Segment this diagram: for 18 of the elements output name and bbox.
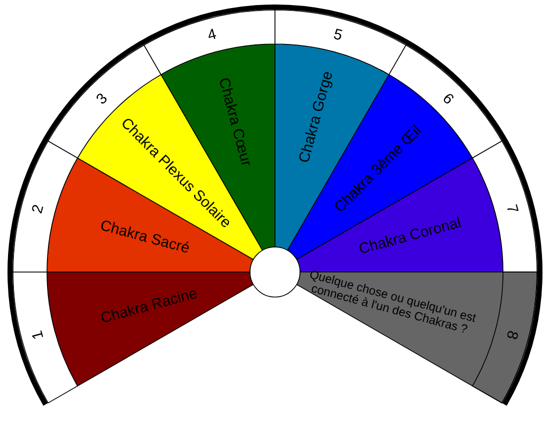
chakra-sector bbox=[48, 44, 263, 260]
sector-number: 2 bbox=[29, 202, 48, 215]
sector-number: 3 bbox=[92, 90, 111, 108]
sector-number: 7 bbox=[502, 202, 521, 215]
sector-label: Chakra Sacré bbox=[98, 216, 192, 258]
sector-label: Chakra Cœur bbox=[214, 76, 255, 168]
sector-number: 5 bbox=[332, 26, 345, 45]
sector-number: 6 bbox=[439, 90, 458, 108]
chakra-sector bbox=[287, 44, 502, 260]
sector-label: Chakra Gorge bbox=[296, 70, 337, 166]
chakra-sector bbox=[296, 272, 538, 404]
sector-label: Quelque chose ou quelqu'un est connecté à l'un des Chakras ? bbox=[307, 266, 479, 338]
sector-number: 4 bbox=[205, 26, 218, 45]
sector-number: 8 bbox=[502, 329, 521, 342]
sector-label: Chakra Racine bbox=[99, 284, 200, 327]
chakra-sector bbox=[12, 272, 254, 404]
sector-label: Chakra Coronal bbox=[357, 214, 464, 258]
sector-number: 1 bbox=[29, 329, 48, 342]
